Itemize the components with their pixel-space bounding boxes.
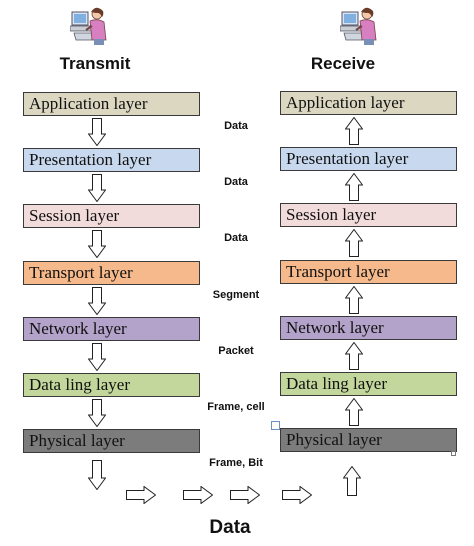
down-arrow-icon <box>88 174 106 202</box>
up-arrow-icon <box>345 342 363 370</box>
transmit-heading: Transmit <box>59 54 131 73</box>
right-arrow-icon <box>126 486 156 504</box>
receive-network-layer: Network layer <box>280 316 457 340</box>
down-arrow-icon <box>88 399 106 427</box>
transmit-presentation-layer: Presentation layer <box>23 148 200 172</box>
receiver-computer-user-icon <box>340 6 378 46</box>
up-arrow-icon <box>345 398 363 426</box>
data-unit-label: Segment <box>212 289 260 301</box>
right-arrow-icon <box>183 486 213 504</box>
receive-data-link-layer: Data ling layer <box>280 372 457 396</box>
up-arrow-icon <box>345 117 363 145</box>
receive-heading: Receive <box>310 54 376 73</box>
data-unit-label: Data <box>224 232 248 244</box>
transmit-network-layer: Network layer <box>23 317 200 341</box>
down-arrow-icon <box>88 343 106 371</box>
data-unit-label: Frame, cell <box>207 401 265 413</box>
sender-computer-user-icon <box>70 6 108 46</box>
down-arrow-icon <box>88 287 106 315</box>
data-unit-label: Frame, Bit <box>209 457 263 469</box>
down-arrow-icon <box>88 118 106 146</box>
resize-handle[interactable] <box>451 451 456 456</box>
transmit-application-layer: Application layer <box>23 92 200 116</box>
up-arrow-icon <box>345 286 363 314</box>
object-anchor-icon[interactable] <box>271 421 280 430</box>
transmit-session-layer: Session layer <box>23 204 200 228</box>
right-arrow-icon <box>230 486 260 504</box>
up-arrow-icon <box>345 229 363 257</box>
up-arrow-icon <box>343 466 361 496</box>
data-unit-label: Data <box>224 120 248 132</box>
bottom-data-label: Data <box>209 517 251 538</box>
transmit-physical-layer: Physical layer <box>23 429 200 453</box>
data-unit-label: Packet <box>218 345 254 357</box>
receive-presentation-layer: Presentation layer <box>280 147 457 171</box>
data-unit-label: Data <box>224 176 248 188</box>
transmit-data-link-layer: Data ling layer <box>23 373 200 397</box>
transmit-transport-layer: Transport layer <box>23 261 200 285</box>
up-arrow-icon <box>345 173 363 201</box>
receive-application-layer: Application layer <box>280 91 457 115</box>
receive-physical-layer: Physical layer <box>280 428 457 452</box>
down-arrow-icon <box>88 460 106 490</box>
receive-session-layer: Session layer <box>280 203 457 227</box>
down-arrow-icon <box>88 230 106 258</box>
receive-transport-layer: Transport layer <box>280 260 457 284</box>
right-arrow-icon <box>282 486 312 504</box>
